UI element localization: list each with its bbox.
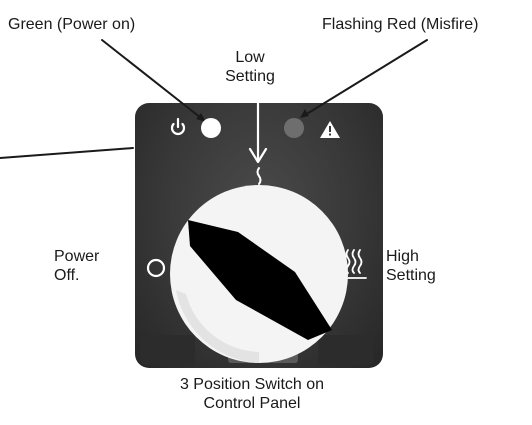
high-setting-label: High Setting: [386, 247, 436, 285]
low-setting-label-line2: Setting: [225, 68, 275, 85]
low-setting-label: Low Setting: [210, 48, 290, 86]
panel-edge-leader-line: [0, 147, 134, 159]
control-panel: [135, 103, 383, 368]
power-off-label: Power Off.: [54, 247, 99, 285]
caption-label-line2: Control Panel: [203, 395, 301, 412]
power-off-label-line1: Power: [54, 248, 100, 265]
red-led-label: Flashing Red (Misfire): [322, 16, 479, 33]
high-setting-label-line1: High: [386, 248, 419, 265]
caption-label-line1: 3 Position Switch on: [179, 376, 325, 393]
caption-label: 3 Position Switch on Control Panel: [160, 375, 344, 413]
power-off-label-line2: Off.: [54, 267, 80, 284]
low-setting-label-line1: Low: [235, 49, 265, 66]
high-setting-label-line2: Setting: [386, 267, 436, 284]
green-led-label: Green (Power on): [8, 16, 136, 33]
